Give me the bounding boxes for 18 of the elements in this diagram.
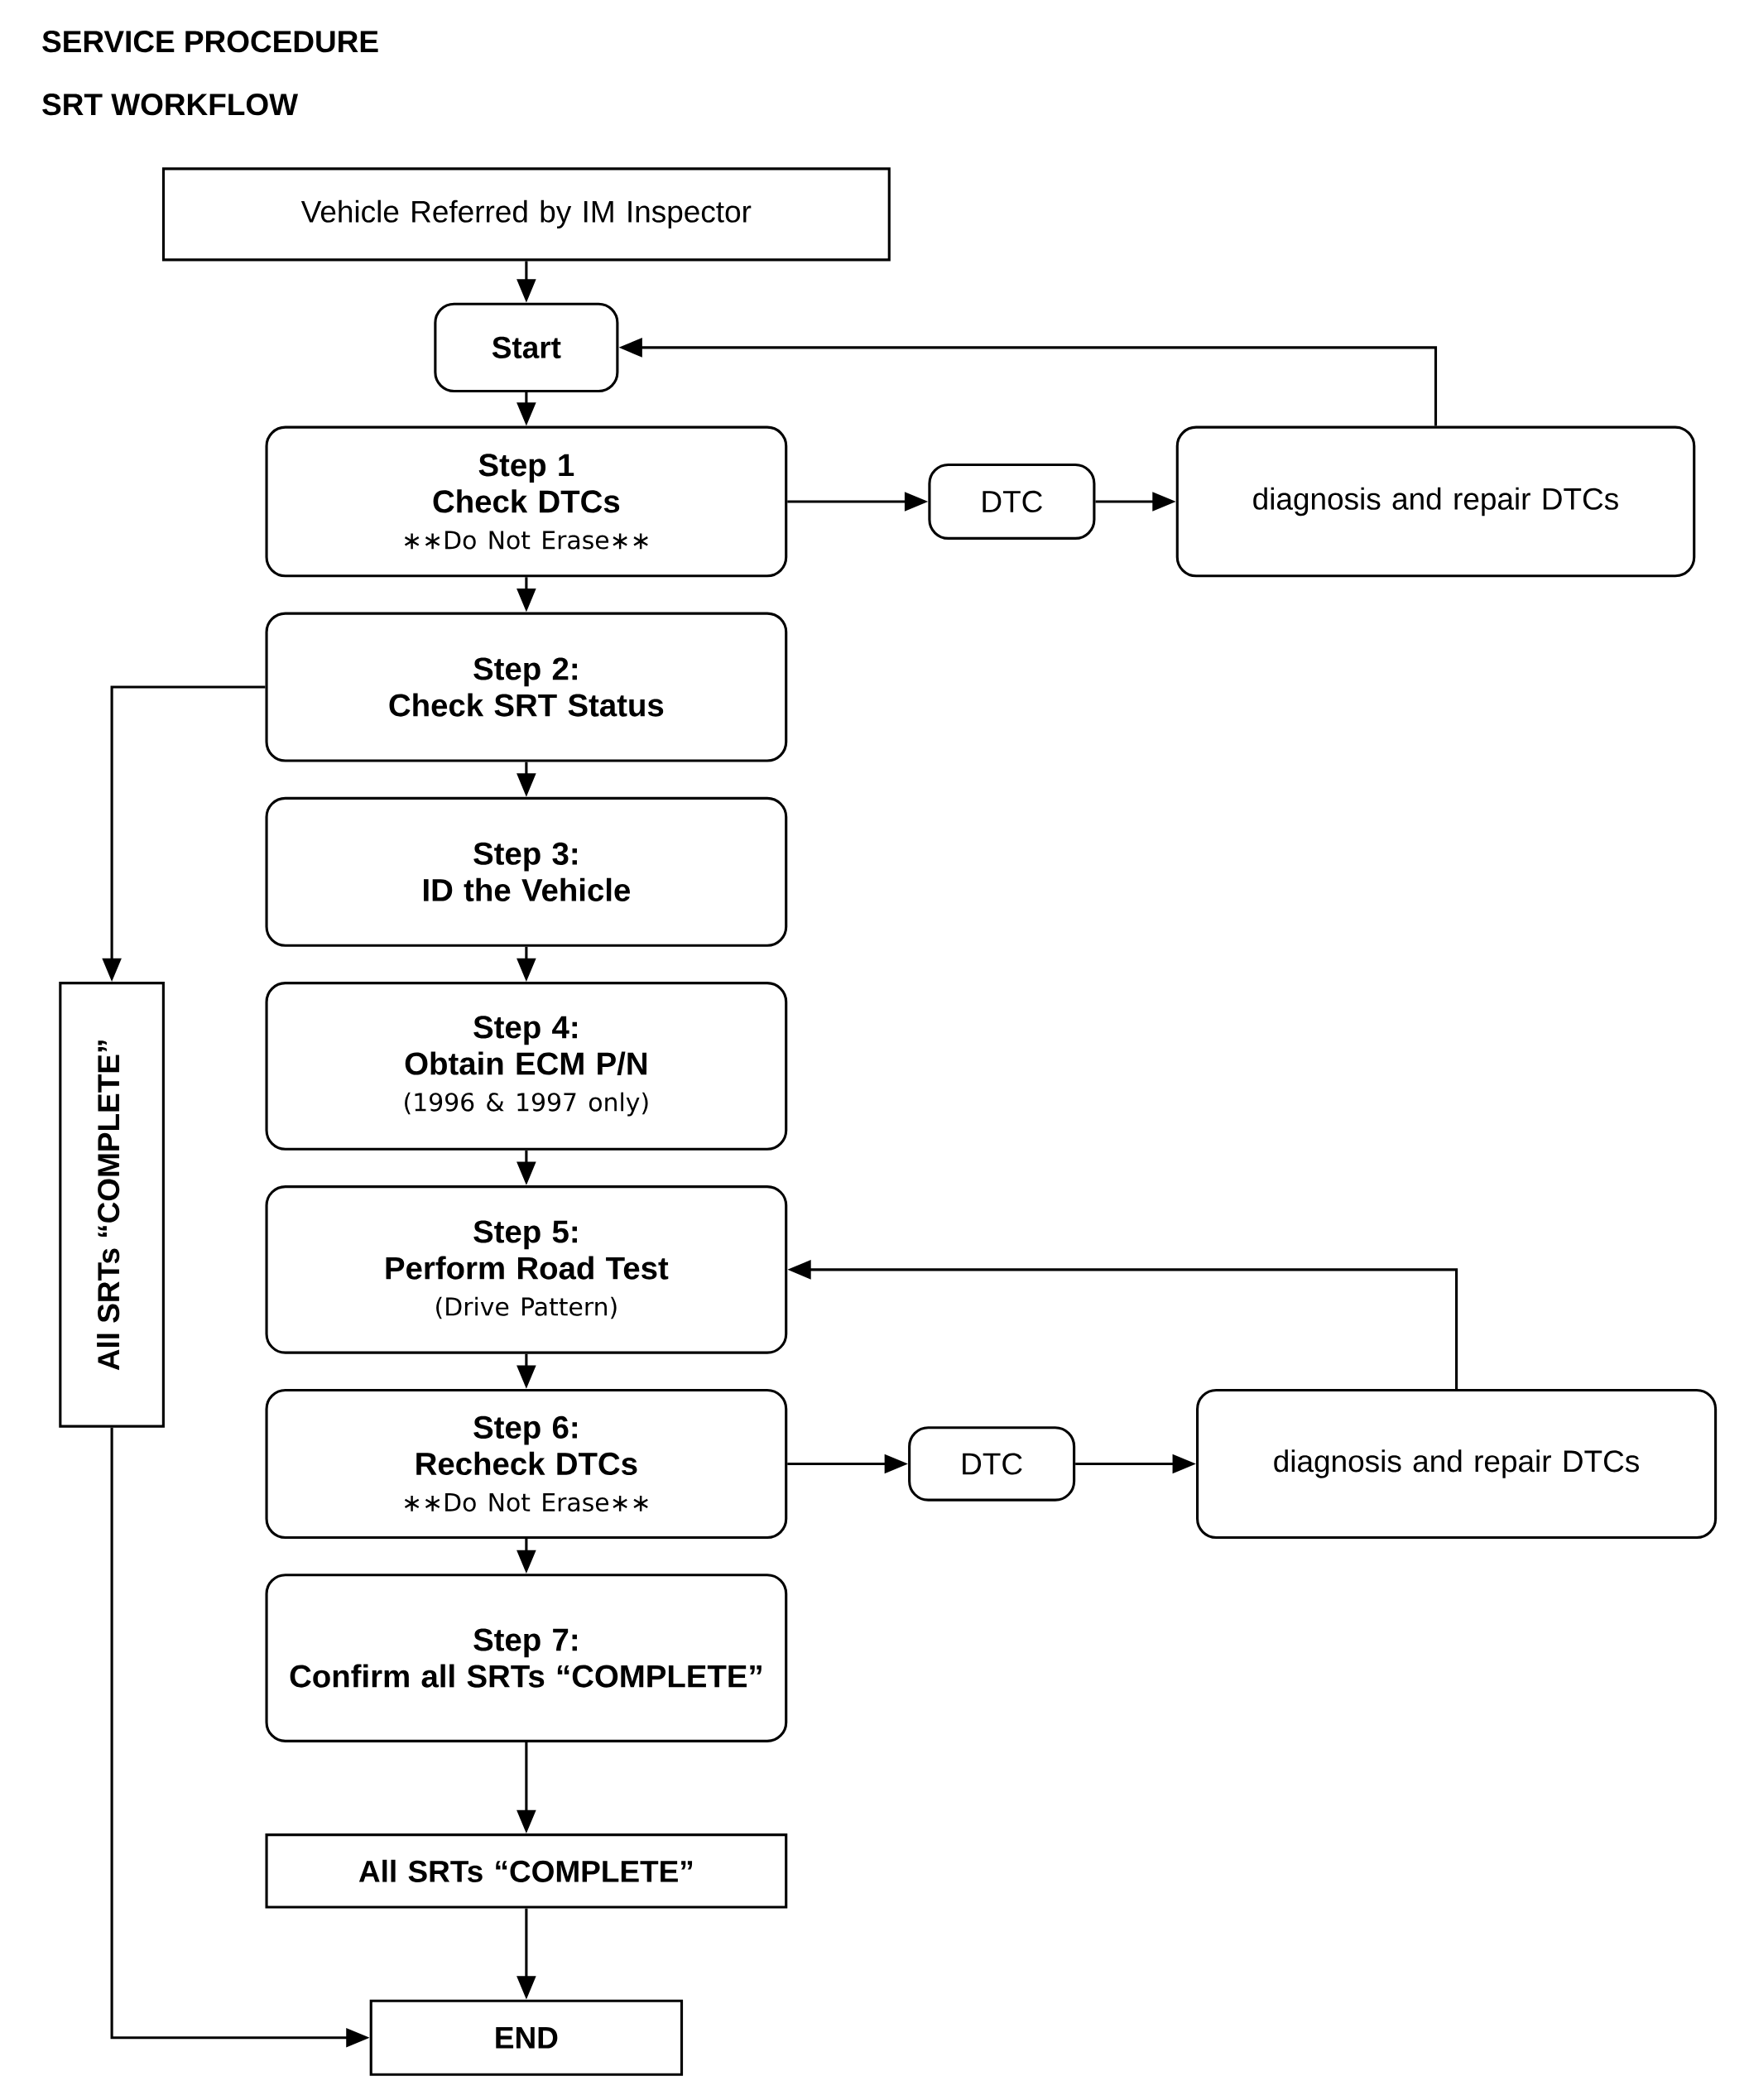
step-box: Step 3: ID the Vehicle — [265, 796, 788, 947]
process-box: diagnosis and repair DTCs — [1175, 425, 1696, 578]
title: SERVICE PROCEDURE — [42, 31, 378, 53]
process-box: All SRTs “COMPLETE” — [59, 982, 165, 1428]
process-box: DTC — [928, 463, 1096, 540]
step-box: Step 7: Confirm all SRTs “COMPLETE” — [265, 1574, 788, 1742]
start-box: Start — [434, 302, 619, 392]
process-box: END — [369, 1999, 684, 2076]
step-box: Step 5: Perform Road Test (Drive Pattern) — [265, 1185, 788, 1354]
subtitle: SRT WORKFLOW — [42, 94, 298, 116]
step-box: Step 2: Check SRT Status — [265, 612, 788, 762]
process-box: All SRTs “COMPLETE” — [265, 1833, 788, 1909]
process-box: diagnosis and repair DTCs — [1195, 1388, 1718, 1539]
step-box: Step 4: Obtain ECM P/N (1996 & 1997 only) — [265, 982, 788, 1151]
step-box: Step 6: Recheck DTCs ∗∗Do Not Erase∗∗ — [265, 1388, 788, 1539]
step-box: Step 1 Check DTCs ∗∗Do Not Erase∗∗ — [265, 425, 788, 578]
process-box: DTC — [908, 1426, 1076, 1502]
process-box: Vehicle Referred by IM Inspector — [161, 167, 891, 262]
